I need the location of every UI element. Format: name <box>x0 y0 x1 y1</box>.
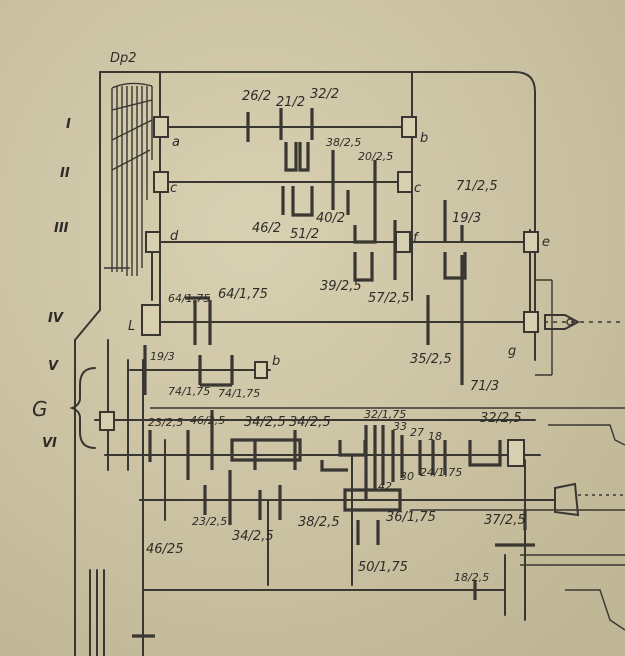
shaft-label-4: IV <box>48 311 64 326</box>
gear-label-21-2: 21/2 <box>276 95 305 110</box>
gear-label-46-25: 46/25 <box>146 542 183 557</box>
gear-label-34-2-5b: 34/2,5 <box>289 415 331 430</box>
shaft-label-1: I <box>66 117 71 132</box>
gear-label-51-2: 51/2 <box>290 227 319 242</box>
gear-block-label-c1: c <box>170 181 177 196</box>
gear-block-label-d: d <box>170 229 179 244</box>
gear-block-label-f: f <box>413 231 420 246</box>
gear-block-label-e: e <box>542 235 550 250</box>
gear-label-35-2-5: 35/2,5 <box>410 352 452 367</box>
gear-block-label-g: g <box>508 344 516 359</box>
gear-label-74-1-75a: 74/1,75 <box>168 385 210 398</box>
gear-ticks <box>143 108 535 600</box>
gear-label-18: 18 <box>428 430 442 443</box>
gear-label-32-2: 32/2 <box>310 87 339 102</box>
shaft-label-2: II <box>60 166 70 181</box>
shaft-label-5: V <box>48 359 59 374</box>
gear-label-42: 42 <box>378 480 392 493</box>
gear-label-74-1-75b: 74/1,75 <box>218 387 260 400</box>
gear-label-33: 33 <box>393 420 407 433</box>
gear-label-32-2-5: 32/2,5 <box>480 411 522 426</box>
shaft-label-3: III <box>54 221 69 236</box>
group-label: G <box>32 397 48 421</box>
gear-label-32-1-75: 32/1,75 <box>364 408 406 421</box>
gear-label-19-3-low: 19/3 <box>150 350 175 363</box>
gear-label-24-1-75: 24/1,75 <box>420 466 462 479</box>
gear-label-64-1-75b: 64/1,75 <box>218 287 268 302</box>
gear-block-label-a: a <box>172 135 180 150</box>
gear-label-30: 30 <box>400 470 414 483</box>
belt-pulley-stack <box>104 82 153 276</box>
gear-label-26-2: 26/2 <box>242 89 271 104</box>
gear-label-36-1-75: 36/1,75 <box>386 510 436 525</box>
gear-block-label-c2: c <box>414 181 421 196</box>
gear-label-64-1-75a: 64/1,75 <box>168 292 210 305</box>
horizontal-shafts <box>94 126 625 591</box>
gear-label-50-1-75: 50/1,75 <box>358 560 408 575</box>
gear-label-27: 27 <box>410 426 424 439</box>
gear-label-23-2-5a: 23/2,5 <box>148 416 183 429</box>
gear-label-40-2: 40/2 <box>316 211 345 226</box>
gear-block-label-L: L <box>128 319 135 334</box>
gear-label-34-2-5c: 34/2,5 <box>232 529 274 544</box>
gear-label-20-2-5: 20/2,5 <box>358 150 393 163</box>
gear-label-71-2-5: 71/2,5 <box>456 179 498 194</box>
shaft-label-6: VI <box>42 436 57 451</box>
gear-label-46-2-5: 46/2,5 <box>190 414 225 427</box>
gear-label-18-2-5: 18/2,5 <box>454 571 489 584</box>
gear-label-34-2-5a: 34/2,5 <box>244 415 286 430</box>
gear-label-37-2-5: 37/2,5 <box>484 513 526 528</box>
group-brace <box>69 367 96 449</box>
gear-label-71-3: 71/3 <box>470 379 499 394</box>
gear-label-39-2-5: 39/2,5 <box>320 279 362 294</box>
gear-block-label-b2: b <box>272 354 280 369</box>
diagram-title: Dp2 <box>110 51 137 66</box>
gear-label-46-2: 46/2 <box>252 221 281 236</box>
gear-label-23-2-5b: 23/2,5 <box>192 515 227 528</box>
spindle-tool <box>89 314 625 656</box>
gear-block-label-b: b <box>420 131 428 146</box>
gear-label-19-3-top: 19/3 <box>452 211 481 226</box>
housing-frame <box>74 71 553 656</box>
gear-label-38-2-5b: 38/2,5 <box>298 515 340 530</box>
gear-label-38-2-5: 38/2,5 <box>326 136 361 149</box>
gear-label-57-2-5: 57/2,5 <box>368 291 410 306</box>
gear-block-shapes <box>99 116 539 467</box>
